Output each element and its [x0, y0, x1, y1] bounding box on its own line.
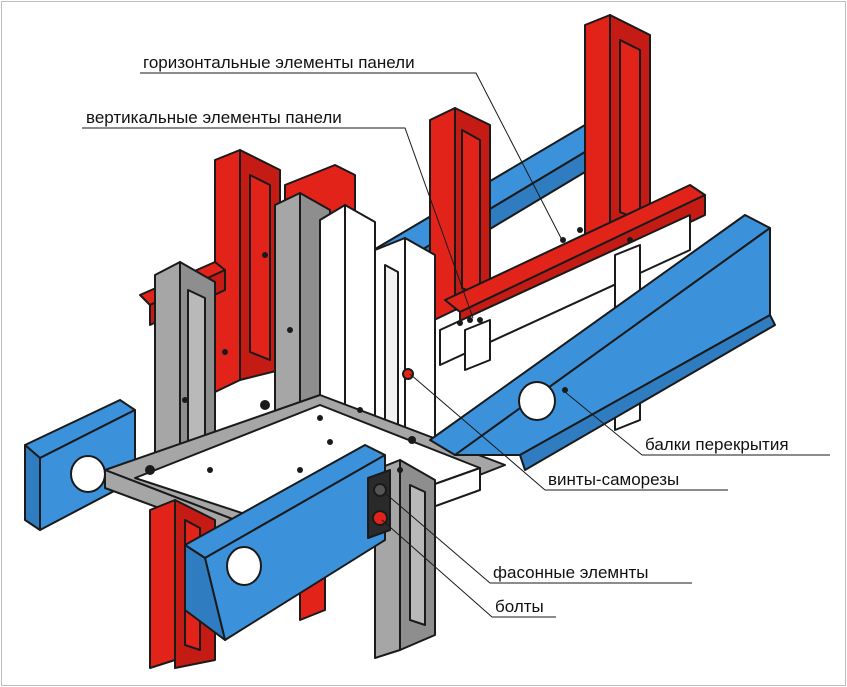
label-horizontal-elements: горизонтальные элементы панели [143, 53, 415, 72]
floor-beam-front [184, 444, 386, 641]
label-bolts: болты [495, 597, 544, 616]
floor-beam-left [24, 399, 136, 531]
floor-beam-right [429, 214, 776, 471]
screw-dots [145, 227, 633, 475]
white-panel-center [319, 204, 436, 463]
shaped-element [367, 469, 391, 539]
label-screws: винты-саморезы [548, 470, 679, 489]
bolt-icon [373, 483, 387, 497]
label-vertical-elements: вертикальные элементы панели [86, 108, 342, 127]
leader-lines [82, 72, 830, 618]
screw-icon [402, 368, 414, 380]
label-shaped-elements: фасонные элемнты [493, 563, 649, 582]
label-floor-beams: балки перекрытия [645, 435, 789, 454]
